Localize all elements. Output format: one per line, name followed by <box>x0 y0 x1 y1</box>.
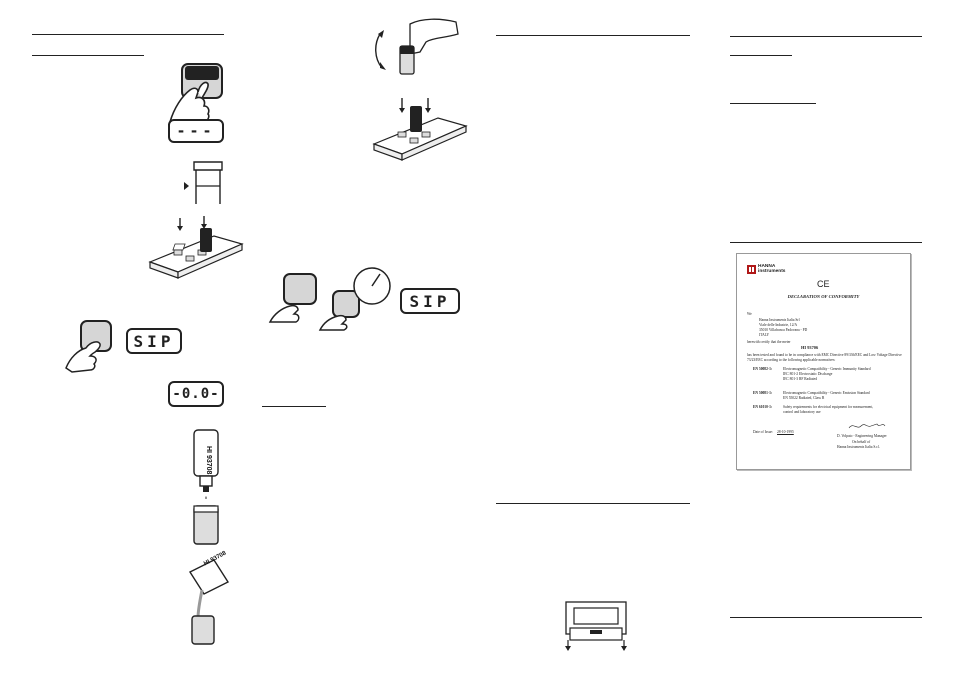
timer-key[interactable] <box>283 273 317 305</box>
meter-insert-cuvette-illustration <box>148 216 244 279</box>
page4-sub-rule-2 <box>730 103 816 104</box>
page4-sub-rule-1 <box>730 55 792 56</box>
lcd-display-dashes: --- <box>168 119 224 143</box>
ce-mark: CE <box>817 279 830 289</box>
page4-cert-rule <box>730 242 922 243</box>
heading-rule <box>32 34 224 35</box>
brand-name: HANNA instruments <box>758 264 786 274</box>
tested-text: has been tested and found to be in compl… <box>747 353 902 362</box>
norm-code-2: EN 50081-1: <box>753 391 773 395</box>
shake-cuvette-illustration <box>375 18 459 75</box>
on-behalf-text: On behalf of <box>852 440 871 444</box>
cuvette-fill-mark-illustration <box>184 161 223 204</box>
pointing-hand-icon-2 <box>268 304 300 323</box>
lcd-display-sip-2: SIP <box>400 288 460 314</box>
norm-code-3: EN 61010-1: <box>753 405 773 409</box>
page4-bottom-rule <box>730 617 922 618</box>
declaration-certificate: HANNA instruments CE DECLARATION OF CONF… <box>736 253 911 470</box>
signature-icon <box>848 423 886 429</box>
norm-1-line-3: IEC 801-3 RF Radiated <box>783 377 818 381</box>
page3-mid-rule <box>496 503 690 504</box>
lcd-display-zero: -0.0- <box>168 381 224 407</box>
norm-3-line-1: Safety requirements for electrical equip… <box>783 405 874 409</box>
pointing-hand-icon <box>65 341 101 373</box>
address-line-4: ITALY <box>759 333 770 337</box>
address-line-1: Hanna Instruments Italia Srl <box>759 318 800 322</box>
battery-compartment-illustration <box>565 601 627 651</box>
finger-press-illustration <box>169 63 223 129</box>
bottle-label: HI 93708 <box>205 446 212 475</box>
address-line-2: Viale delle Industrie, 12/A <box>759 323 798 327</box>
section-rule <box>262 406 326 407</box>
date-label: Date of Issue: <box>753 430 773 434</box>
norm-code-1: EN 50082-1: <box>753 367 773 371</box>
model-number: HI 93706 <box>801 345 819 350</box>
we-label: We <box>747 312 752 316</box>
clock-icon <box>353 267 391 305</box>
norm-3-line-2: control and laboratory use <box>783 410 821 414</box>
norm-1-line-2: IEC 801-2 Electrostatic Discharge <box>783 372 833 376</box>
brand-logo: HANNA instruments <box>747 264 793 276</box>
read-key-2[interactable] <box>332 290 360 318</box>
signer-name: D. Volpato - Engineering Manager <box>837 434 887 438</box>
reagent-packet-pour-illustration <box>188 559 230 645</box>
herewith-text: herewith certify that the meter <box>747 340 791 344</box>
meter-insert-cuvette-illustration-2 <box>372 98 468 161</box>
lcd-display-sip: SIP <box>126 328 182 354</box>
pointing-hand-icon-3 <box>318 314 348 331</box>
date-value: 28-10-1995 <box>777 430 794 434</box>
subheading-rule <box>32 55 144 56</box>
norm-2-line-2: EN 55022 Radiated, Class B <box>783 396 825 400</box>
norm-2-line-1: Electromagnetic Compatibility - Generic … <box>783 391 870 395</box>
reagent-bottle-dropper-illustration <box>193 429 219 545</box>
company-name: Hanna Instruments Italia S.r.l. <box>837 445 881 449</box>
certificate-title: DECLARATION OF CONFORMITY <box>787 294 860 299</box>
page4-top-rule <box>730 36 922 37</box>
norm-1-line-1: Electromagnetic Compatibility - Generic … <box>783 367 871 371</box>
page3-top-rule <box>496 35 690 36</box>
address-line-3: 35010 Villafranca Padovana - PD <box>759 328 808 332</box>
